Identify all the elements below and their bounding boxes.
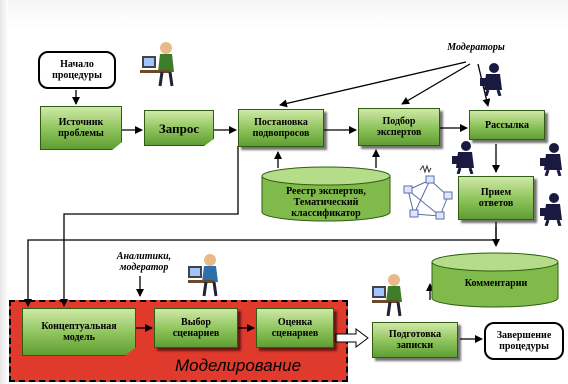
- analysts-label: Аналитики, модератор: [116, 251, 172, 273]
- finish-node[interactable]: Завершение процедуры: [484, 322, 564, 360]
- choice-node[interactable]: Выбор сценариев: [154, 308, 238, 348]
- arrow-moderators-selection: [401, 63, 471, 105]
- arrow-modeling-preparation: [335, 328, 369, 348]
- comments-cylinder: [431, 252, 559, 308]
- request-node[interactable]: Запрос: [144, 110, 214, 146]
- person-at-computer-icon: [140, 42, 174, 87]
- conceptual-model-node[interactable]: Концептуальная модель: [22, 308, 136, 356]
- selection-node[interactable]: Подбор экспертов: [358, 108, 440, 146]
- network-icon: [403, 164, 453, 220]
- source-node[interactable]: Источник проблемы: [40, 106, 122, 150]
- start-node[interactable]: Начало процедуры: [38, 51, 116, 89]
- moderator-silhouette-icon: [452, 141, 474, 174]
- reception-node[interactable]: Прием ответов: [458, 176, 534, 220]
- moderator-silhouette-icon: [540, 143, 562, 176]
- arrow-formulation-conceptual: [60, 146, 239, 307]
- mailing-node[interactable]: Рассылка: [469, 110, 545, 140]
- person-at-computer-icon: [188, 254, 218, 297]
- moderator-silhouette-icon: [540, 193, 562, 226]
- registry-label: Реестр экспертов, Тематический классифик…: [286, 186, 366, 219]
- preparation-node[interactable]: Подготовка записки: [372, 322, 458, 358]
- evaluation-node[interactable]: Оценка сценариев: [256, 308, 334, 348]
- arrow-reception-modeling: [24, 226, 497, 307]
- moderator-silhouette-icon: [480, 63, 502, 96]
- modeling-title: Моделирование: [174, 356, 302, 375]
- moderators-label: Модераторы: [447, 42, 505, 53]
- person-at-computer-icon: [372, 274, 402, 317]
- frame-edge: [0, 0, 8, 384]
- arrow-moderators-formulation: [279, 61, 467, 108]
- comments-label: Комментарии: [464, 278, 528, 289]
- registry-cylinder: [261, 166, 391, 222]
- formulation-node[interactable]: Постановка подвопросов: [238, 109, 324, 147]
